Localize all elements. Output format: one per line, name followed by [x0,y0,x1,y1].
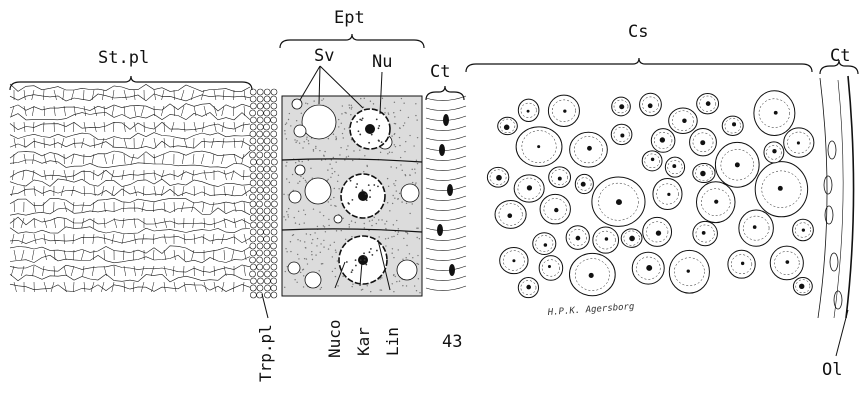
label-ct-left: Ct [430,62,450,82]
label-trp-pl: Trp.pl [256,324,275,382]
connective-tissue-right [818,76,854,318]
connective-tissue-left [426,96,466,291]
label-kar: Kar [354,327,373,356]
label-sv: Sv [314,46,334,66]
tropho-plate-tissue [250,89,278,298]
epithelium-tissue [282,96,422,296]
label-ol: Ol [822,360,842,380]
label-nuco: Nuco [325,319,344,358]
label-ct-right: Ct [830,46,850,66]
label-st-pl: St.pl [98,48,149,68]
artist-signature: H.P.K. Agersborg [547,302,636,318]
label-cs: Cs [628,22,648,42]
label-figure-number: 43 [442,332,462,352]
cell-mass-tissue [487,91,814,298]
stroma-plate-tissue [10,84,250,292]
label-nu: Nu [372,52,392,72]
label-lin: Lin [383,327,402,356]
label-ept: Ept [334,8,365,28]
